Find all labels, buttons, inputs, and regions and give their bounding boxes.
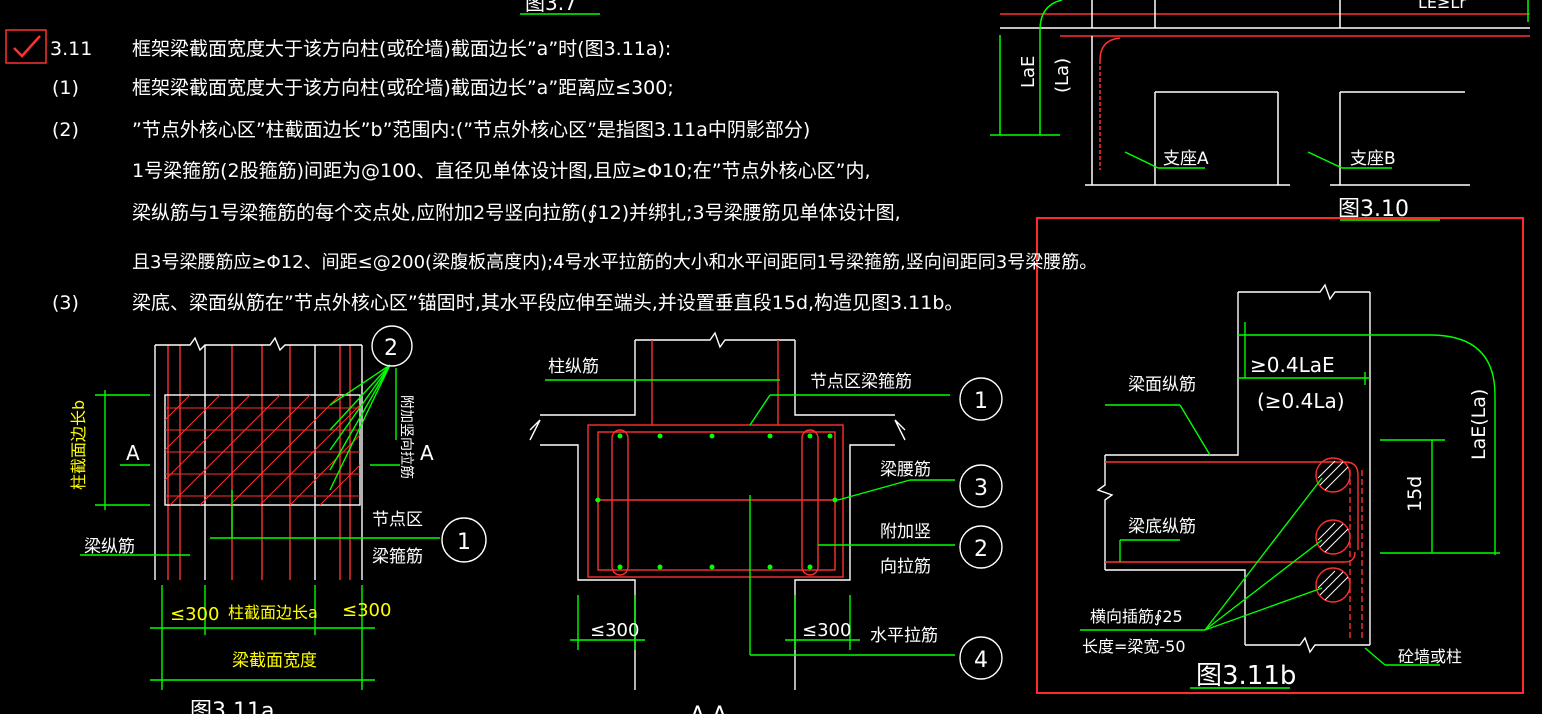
- note-text-4: 梁纵筋与1号梁箍筋的每个交点处,应附加2号竖向拉筋(∮12)并绑扎;3号梁腰筋见…: [132, 202, 901, 224]
- note-text-3: 1号梁箍筋(2股箍筋)间距为@100、直径见单体设计图,且应≥Φ10;在”节点外…: [132, 160, 871, 182]
- circle-1-label: 1: [457, 530, 471, 555]
- support-b-label: 支座B: [1350, 149, 1396, 169]
- note-text-5: 且3号梁腰筋应≥Φ12、间距≤@200(梁腹板高度内);4号水平拉筋的大小和水平…: [132, 252, 1098, 273]
- bottom-bar-label: 梁底纵筋: [1128, 517, 1196, 537]
- note-num-0: 3.11: [50, 38, 93, 60]
- extra-tie-label-2: 向拉筋: [880, 557, 931, 577]
- dim-04lae: ≥0.4LaE: [1250, 353, 1335, 377]
- check-mark-icon: [13, 35, 41, 58]
- fig-3-7-caption: 图3.7: [525, 0, 577, 15]
- section-a-a-caption: A-A: [690, 703, 727, 714]
- col-long-label: 柱纵筋: [548, 357, 599, 377]
- col-side-a-label: 柱截面边长a: [228, 603, 318, 622]
- le300-left-a: ≤300: [170, 604, 219, 625]
- circle-3-s: 3: [974, 476, 988, 501]
- circle-2-s: 2: [974, 537, 988, 562]
- section-a-a: [529, 331, 1003, 690]
- note-text-1: 框架梁截面宽度大于该方向柱(或砼墙)截面边长”a”距离应≤300;: [132, 77, 674, 99]
- extra-tie-label: 附加竖向拉筋: [398, 395, 415, 479]
- fig-3-11a-caption: 图3.11a: [190, 699, 274, 714]
- corner-label: LE≥Lr: [1418, 0, 1466, 12]
- fig-3-10-fragment: [520, 0, 1530, 221]
- note-text-0: 框架梁截面宽度大于该方向柱(或砼墙)截面边长”a”时(图3.11a):: [132, 38, 672, 60]
- circle-4-s: 4: [974, 648, 988, 673]
- note-num-2: (2): [52, 119, 79, 141]
- waist-label: 梁腰筋: [880, 460, 931, 480]
- d15-label: 15d: [1404, 476, 1426, 512]
- section-a-right: A: [420, 441, 434, 465]
- check-box[interactable]: [5, 29, 47, 64]
- node-zone-label: 节点区: [372, 510, 423, 530]
- stirrup-label: 梁箍筋: [372, 547, 423, 567]
- le300-left-s: ≤300: [590, 620, 639, 641]
- circle-2-label: 2: [384, 336, 398, 361]
- note-num-1: (1): [52, 77, 79, 99]
- node-stirrup-label: 节点区梁箍筋: [810, 372, 912, 392]
- note-text-2: ”节点外核心区”柱截面边长”b”范围内:(”节点外核心区”是指图3.11a中阴影…: [132, 119, 811, 141]
- support-a-label: 支座A: [1163, 149, 1209, 169]
- fig-3-11b: [1080, 283, 1500, 689]
- la-label: (La): [1052, 58, 1073, 93]
- selection-rectangle[interactable]: [1036, 217, 1524, 694]
- wall-label: 砼墙或柱: [1398, 647, 1462, 666]
- horiz-tie-label: 水平拉筋: [870, 626, 938, 646]
- trans-bar-label-2: 长度=梁宽-50: [1082, 637, 1186, 656]
- note-num-6: (3): [52, 292, 79, 314]
- note-text-6: 梁底、梁面纵筋在”节点外核心区”锚固时,其水平段应伸至端头,并设置垂直段15d,…: [132, 292, 964, 314]
- beam-width-label: 梁截面宽度: [232, 651, 317, 671]
- fig-3-11a: [80, 325, 487, 690]
- lae-label: LaE: [1018, 56, 1039, 88]
- section-a-left: A: [126, 441, 140, 465]
- dim-04la: (≥0.4La): [1257, 389, 1345, 413]
- fig-3-11b-caption: 图3.11b: [1196, 661, 1296, 691]
- extra-tie-label-1: 附加竖: [880, 522, 931, 542]
- lae-la-label: LaE(La): [1468, 389, 1490, 460]
- le300-right-s: ≤300: [802, 620, 851, 641]
- le300-right-a: ≤300: [342, 600, 391, 621]
- col-side-b-label: 柱截面边长b: [69, 400, 88, 490]
- long-bar-label: 梁纵筋: [84, 537, 135, 557]
- top-bar-label: 梁面纵筋: [1128, 375, 1196, 395]
- trans-bar-label-1: 横向插筋∮25: [1090, 607, 1183, 626]
- circle-1-s: 1: [974, 389, 988, 414]
